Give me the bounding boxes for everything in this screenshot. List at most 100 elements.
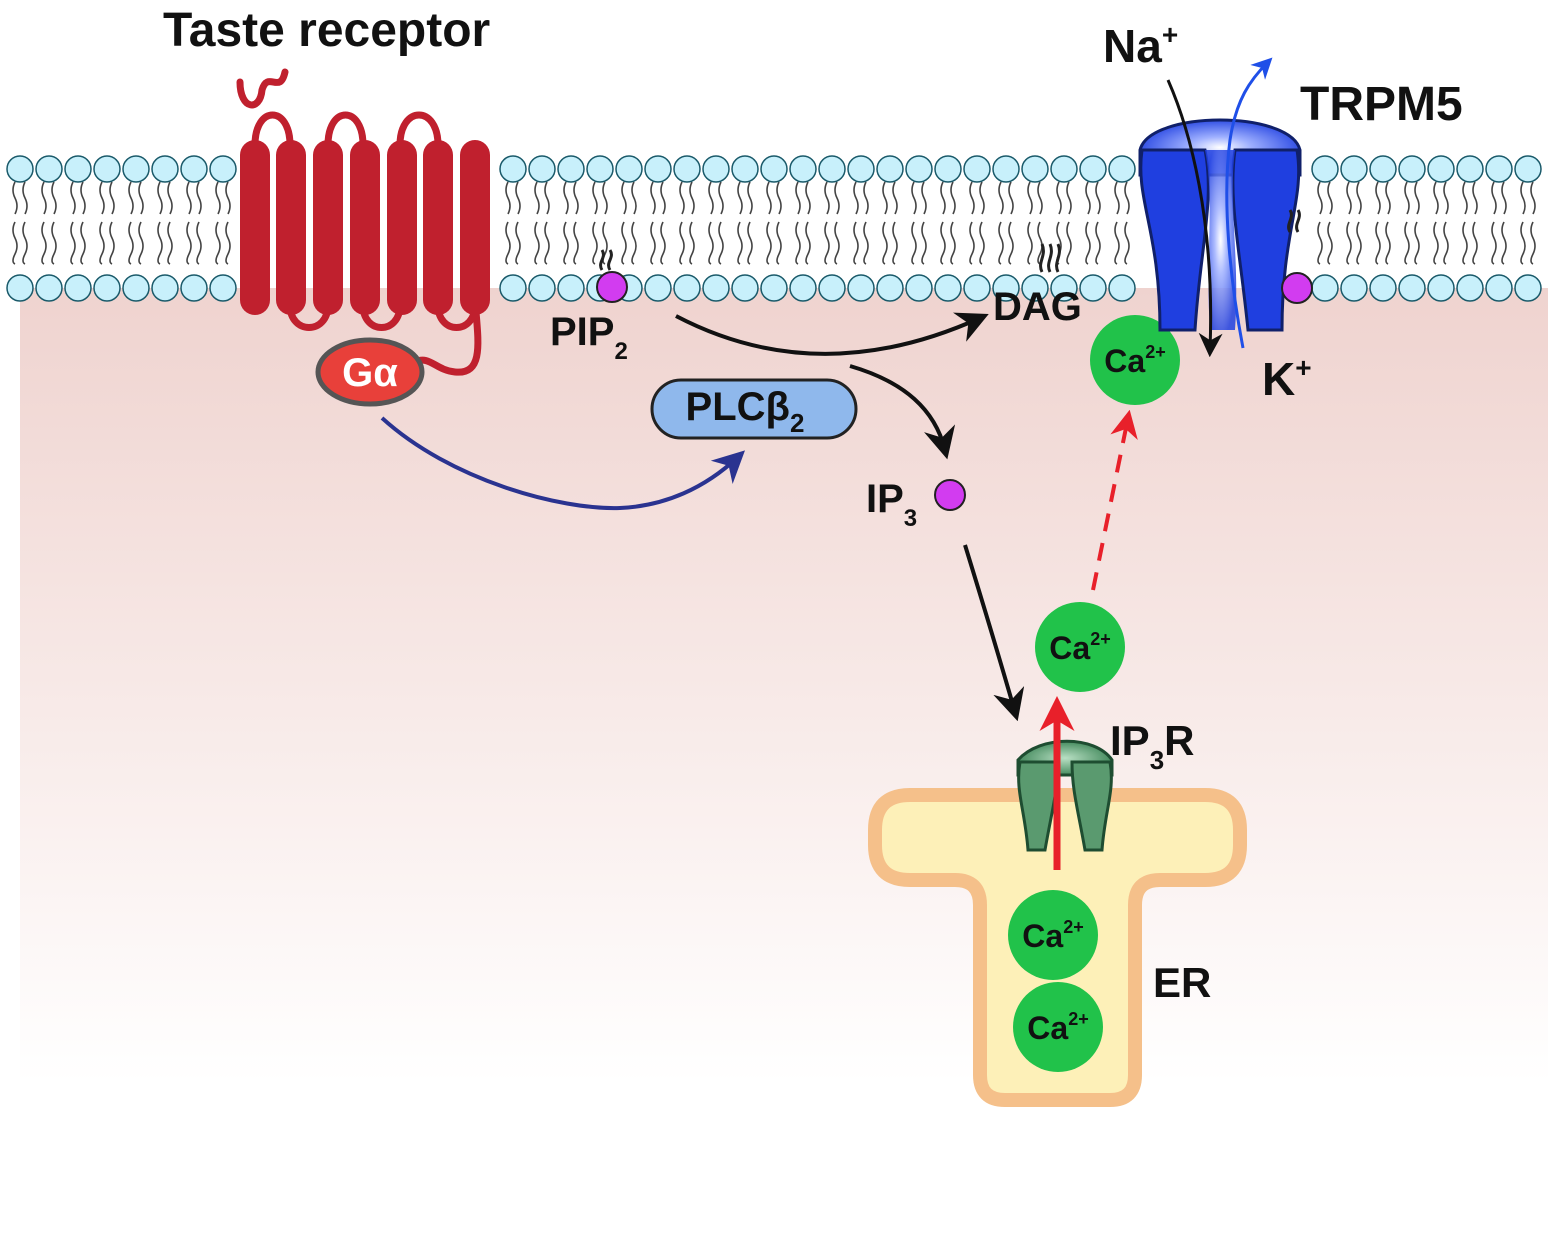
lipid-tail [1530, 181, 1536, 265]
lipid-head [673, 155, 701, 183]
trpm5-label: TRPM5 [1300, 78, 1463, 131]
lipid-head [1079, 274, 1107, 302]
svg-text:IP3: IP3 [866, 477, 917, 532]
lipid-head [1514, 274, 1542, 302]
calcium-ion-charge: 2+ [1063, 917, 1084, 937]
lipid-tail [747, 181, 753, 265]
lipid-head [905, 274, 933, 302]
lipid-tail [882, 181, 888, 265]
sodium-charge: + [1162, 19, 1178, 50]
lipid-head [963, 274, 991, 302]
lipid-head [93, 274, 121, 302]
lipid-head [1369, 155, 1397, 183]
lipid-tail [1472, 181, 1478, 265]
lipid-tail [563, 181, 569, 265]
lipid-tail [776, 181, 782, 265]
lipid-tail [679, 181, 685, 265]
calcium-ion-cytosol: Ca2+ [1035, 602, 1125, 692]
lipid-tail [1433, 181, 1439, 265]
lipid-head [992, 274, 1020, 302]
lipid-head [1311, 274, 1339, 302]
lipid-tail [911, 181, 917, 265]
lipid-head [702, 274, 730, 302]
dag-label: DAG [993, 285, 1082, 329]
lipid-tail [515, 181, 521, 265]
lipid-tail [157, 181, 163, 265]
ip3r-subscript: 3 [1150, 745, 1164, 775]
ip3r-label-tail: R [1164, 717, 1194, 764]
lipid-head [6, 155, 34, 183]
lipid-head [209, 274, 237, 302]
lipid-head [557, 155, 585, 183]
galpha-to-plc-arrow [380, 416, 745, 511]
lipid-tail [631, 181, 637, 265]
lipid-head [615, 155, 643, 183]
lipid-tail [950, 181, 956, 265]
lipid-tail [1027, 181, 1033, 265]
lipid-tail [215, 181, 221, 265]
lipid-tail [1491, 181, 1497, 265]
lipid-tail [51, 181, 57, 265]
lipid-tail [128, 181, 134, 265]
lipid-tail [1114, 181, 1120, 265]
lipid-tail [1414, 181, 1420, 265]
lipid-tail [1037, 181, 1043, 265]
lipid-head [1398, 274, 1426, 302]
lipid-head [1021, 155, 1049, 183]
ip3-molecule [934, 479, 966, 511]
lipid-head [847, 155, 875, 183]
sodium-label: Na [1103, 20, 1162, 72]
lipid-tail [22, 181, 28, 265]
lipid-tail [1520, 181, 1526, 265]
lipid-tail [12, 181, 18, 265]
lipid-tail [766, 181, 772, 265]
pip2-subscript: 2 [614, 338, 627, 365]
lipid-head [528, 155, 556, 183]
lipid-head [731, 274, 759, 302]
lipid-tail [186, 181, 192, 265]
lipid-tail [544, 181, 550, 265]
lipid-head [499, 155, 527, 183]
lipid-head [847, 274, 875, 302]
lipid-tail [824, 181, 830, 265]
ip3-subscript: 3 [904, 505, 917, 532]
lipid-head [644, 274, 672, 302]
svg-text:IP3R: IP3R [1110, 717, 1195, 775]
g-alpha-protein: Gα [315, 337, 425, 407]
calcium-ion-label: Ca [1027, 1010, 1068, 1046]
lipid-head [1340, 274, 1368, 302]
lipid-tail [689, 181, 695, 265]
lipid-head [122, 274, 150, 302]
lipid-head [499, 274, 527, 302]
lipid-head [818, 155, 846, 183]
lipid-tail [592, 181, 598, 265]
svg-text:K+: K+ [1262, 352, 1312, 405]
lipid-head [1050, 274, 1078, 302]
lipid-tail [138, 181, 144, 265]
lipid-head [760, 274, 788, 302]
lipid-tail [940, 181, 946, 265]
g-alpha-label: Gα [342, 351, 398, 395]
lipid-head [1021, 274, 1049, 302]
lipid-head [1456, 274, 1484, 302]
lipid-head [789, 274, 817, 302]
lipid-head [1369, 274, 1397, 302]
calcium-ion-label: Ca [1022, 918, 1063, 954]
svg-text:PIP2: PIP2 [550, 310, 628, 365]
lipid-head [934, 274, 962, 302]
lipid-head [1514, 155, 1542, 183]
potassium-charge: + [1295, 352, 1311, 383]
lipid-tail [805, 181, 811, 265]
lipid-tail [573, 181, 579, 265]
lipid-head [934, 155, 962, 183]
lipid-head [1050, 155, 1078, 183]
calcium-ion-charge: 2+ [1090, 629, 1111, 649]
lipid-tail [167, 181, 173, 265]
lipid-head [586, 155, 614, 183]
lipid-tail [70, 181, 76, 265]
lipid-tail [737, 181, 743, 265]
pip2-to-dag-arrow [675, 312, 989, 356]
lipid-tail [1317, 181, 1323, 265]
k-efflux-arrow [1225, 57, 1273, 349]
